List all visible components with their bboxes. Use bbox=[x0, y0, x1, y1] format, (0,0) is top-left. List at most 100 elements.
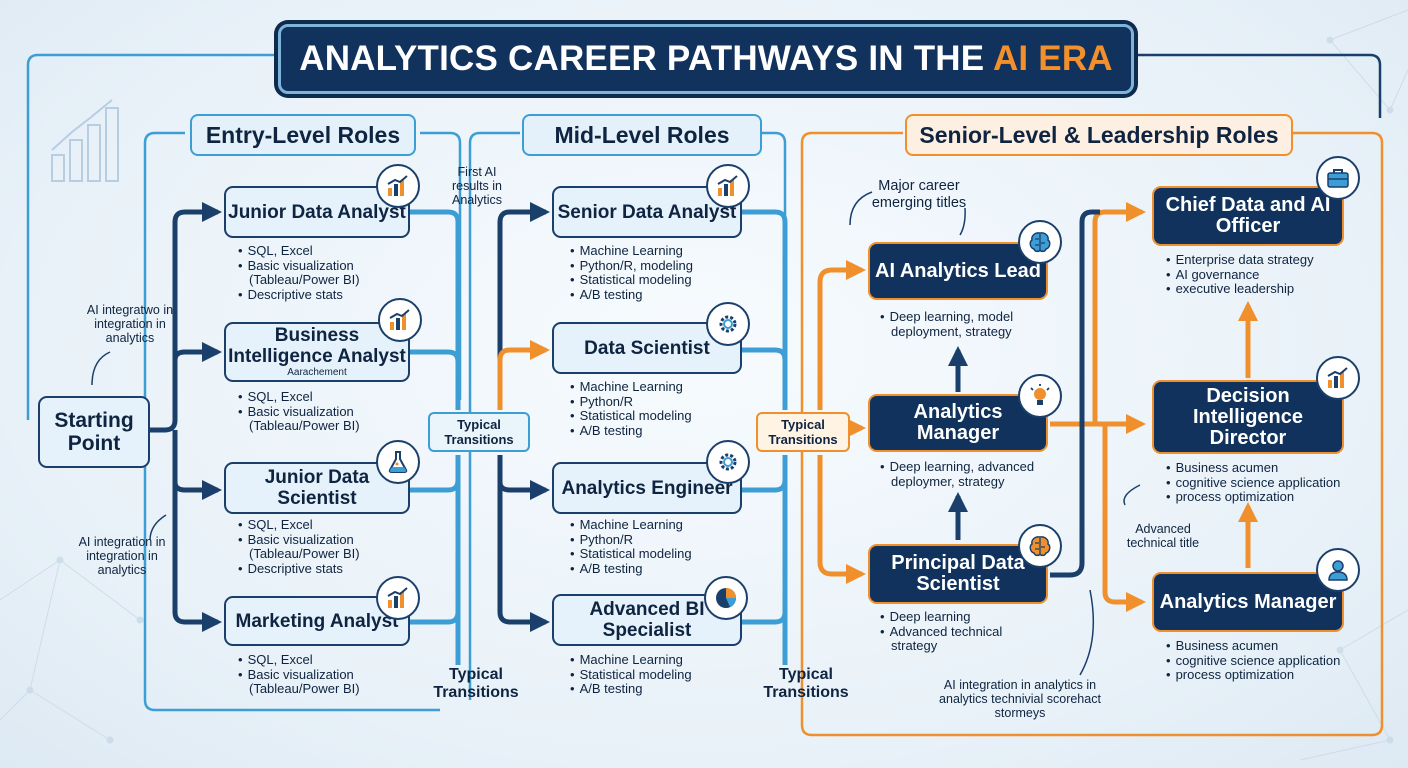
role-analytics-manager-exec[interactable]: Analytics Manager bbox=[1152, 572, 1344, 632]
skill-item: cognitive science application bbox=[1166, 653, 1376, 669]
role-title: Data Scientist bbox=[584, 337, 710, 359]
decorative-chart-icon bbox=[51, 99, 119, 182]
user-icon bbox=[1316, 548, 1360, 592]
skill-item: Business acumen bbox=[1166, 460, 1376, 476]
role-ai-analytics-lead[interactable]: AI Analytics Lead bbox=[868, 242, 1048, 300]
skills-decision-intelligence-director: Business acumen cognitive science applic… bbox=[1166, 460, 1376, 505]
role-title: Analytics Manager bbox=[913, 401, 1003, 444]
skill-item: Deep learning bbox=[880, 609, 1050, 625]
role-analytics-engineer[interactable]: Analytics Engineer bbox=[552, 462, 742, 514]
role-title: AI Analytics Lead bbox=[875, 259, 1041, 282]
role-title: Analytics Engineer bbox=[561, 477, 733, 499]
section-entry-header: Entry-Level Roles bbox=[190, 114, 416, 156]
skills-junior-data-scientist: SQL, Excel Basic visualization (Tableau/… bbox=[238, 517, 408, 577]
role-title: Junior Data Scientist bbox=[264, 467, 370, 509]
gear-icon bbox=[706, 440, 750, 484]
title-banner: ANALYTICS CAREER PATHWAYS IN THE AI ERA bbox=[278, 24, 1134, 94]
role-title: Business Intelligence Analyst bbox=[228, 325, 406, 367]
skill-item: Python/R bbox=[570, 532, 740, 548]
skill-item: executive leadership bbox=[1166, 281, 1366, 297]
skill-item: Deep learning, advanced bbox=[880, 459, 1060, 475]
pie-chart-icon bbox=[704, 576, 748, 620]
skill-item: Statistical modeling bbox=[570, 667, 740, 683]
skills-analytics-engineer: Machine Learning Python/R Statistical mo… bbox=[570, 517, 740, 577]
first-ai-note: First AI results in Analytics bbox=[451, 165, 503, 207]
skills-advanced-bi-specialist: Machine Learning Statistical modeling A/… bbox=[570, 652, 740, 697]
skills-analytics-manager-senior: Deep learning, advanced deploymer, strat… bbox=[880, 459, 1060, 489]
skill-item: A/B testing bbox=[570, 287, 740, 303]
typical-transitions-pill-2: Typical Transitions bbox=[756, 412, 850, 452]
role-decision-intelligence-director[interactable]: Decision Intelligence Director bbox=[1152, 380, 1344, 454]
skill-item: (Tableau/Power BI) bbox=[249, 546, 360, 561]
bar-chart-icon bbox=[1316, 356, 1360, 400]
skills-analytics-manager-exec: Business acumen cognitive science applic… bbox=[1166, 638, 1376, 683]
skill-item: Basic visualization bbox=[238, 258, 408, 274]
skill-item: SQL, Excel bbox=[238, 652, 408, 668]
skill-item: process optimization bbox=[1166, 667, 1376, 683]
role-subtitle: Aarachement bbox=[287, 367, 347, 378]
bar-chart-icon bbox=[376, 164, 420, 208]
skill-item: Basic visualization bbox=[238, 532, 408, 548]
skill-item: Basic visualization bbox=[238, 404, 408, 420]
brain-icon bbox=[1018, 220, 1062, 264]
starting-point-box: Starting Point bbox=[38, 396, 150, 468]
skills-ai-analytics-lead: Deep learning, model deployment, strateg… bbox=[880, 309, 1050, 339]
bar-chart-icon bbox=[376, 576, 420, 620]
skill-item: A/B testing bbox=[570, 423, 740, 439]
skill-item: A/B testing bbox=[570, 561, 740, 577]
section-mid-header: Mid-Level Roles bbox=[522, 114, 762, 156]
major-career-note: Major career emerging titles bbox=[871, 178, 967, 211]
ai-integration-note-bottom: AI integration in integration in analyti… bbox=[78, 535, 166, 577]
skill-item: Statistical modeling bbox=[570, 408, 740, 424]
title-accent: AI ERA bbox=[992, 39, 1113, 78]
skill-item: Business acumen bbox=[1166, 638, 1376, 654]
bar-chart-icon bbox=[706, 164, 750, 208]
skill-item: (Tableau/Power BI) bbox=[249, 681, 360, 696]
ai-integration-note-bottom-center: AI integration in analytics in analytics… bbox=[939, 678, 1101, 720]
role-title: Junior Data Analyst bbox=[228, 201, 406, 223]
typical-transitions-pill-1: Typical Transitions bbox=[428, 412, 530, 452]
role-title: Senior Data Analyst bbox=[557, 201, 737, 223]
skills-marketing-analyst: SQL, Excel Basic visualization (Tableau/… bbox=[238, 652, 408, 697]
title-text: ANALYTICS CAREER PATHWAYS IN THE bbox=[299, 39, 985, 78]
skill-item: SQL, Excel bbox=[238, 389, 408, 405]
skill-item: Machine Learning bbox=[570, 243, 740, 259]
role-chief-data-ai-officer[interactable]: Chief Data and AI Officer bbox=[1152, 186, 1344, 246]
lightbulb-icon bbox=[1018, 374, 1062, 418]
section-senior-header: Senior-Level & Leadership Roles bbox=[905, 114, 1293, 156]
skill-item: deploymer, strategy bbox=[891, 473, 1005, 489]
skill-item: Statistical modeling bbox=[570, 272, 740, 288]
skill-item: cognitive science application bbox=[1166, 475, 1376, 491]
skill-item: process optimization bbox=[1166, 489, 1376, 505]
skill-item: Machine Learning bbox=[570, 517, 740, 533]
briefcase-icon bbox=[1316, 156, 1360, 200]
skill-item: Descriptive stats bbox=[238, 561, 408, 577]
skill-item: (Tableau/Power BI) bbox=[249, 272, 360, 287]
skill-item: (Tableau/Power BI) bbox=[249, 418, 360, 433]
typical-transitions-label-1: Typical Transitions bbox=[433, 666, 519, 701]
skills-data-scientist: Machine Learning Python/R Statistical mo… bbox=[570, 379, 740, 439]
skill-item: Machine Learning bbox=[570, 379, 740, 395]
role-title: Chief Data and AI Officer bbox=[1165, 194, 1331, 237]
skills-senior-data-analyst: Machine Learning Python/R, modeling Stat… bbox=[570, 243, 740, 303]
skill-item: SQL, Excel bbox=[238, 243, 408, 259]
ai-integration-note-top: AI integratwo in integration in analytic… bbox=[86, 303, 174, 345]
skill-item: Advanced technical bbox=[880, 624, 1050, 640]
skills-bi-analyst: SQL, Excel Basic visualization (Tableau/… bbox=[238, 389, 408, 434]
skill-item: strategy bbox=[891, 638, 938, 653]
skill-item: Enterprise data strategy bbox=[1166, 252, 1366, 268]
skills-junior-data-analyst: SQL, Excel Basic visualization (Tableau/… bbox=[238, 243, 408, 303]
skill-item: Machine Learning bbox=[570, 652, 740, 668]
skill-item: Descriptive stats bbox=[238, 287, 408, 303]
role-title: Analytics Manager bbox=[1159, 590, 1337, 613]
skill-item: A/B testing bbox=[570, 681, 740, 697]
role-title: Principal Data Scientist bbox=[891, 552, 1025, 595]
role-principal-data-scientist[interactable]: Principal Data Scientist bbox=[868, 544, 1048, 604]
role-analytics-manager-senior[interactable]: Analytics Manager bbox=[868, 394, 1048, 452]
skill-item: Statistical modeling bbox=[570, 546, 740, 562]
skill-item: Python/R bbox=[570, 394, 740, 410]
flask-icon bbox=[376, 440, 420, 484]
role-title: Advanced BI Specialist bbox=[589, 599, 705, 641]
role-advanced-bi-specialist[interactable]: Advanced BI Specialist bbox=[552, 594, 742, 646]
